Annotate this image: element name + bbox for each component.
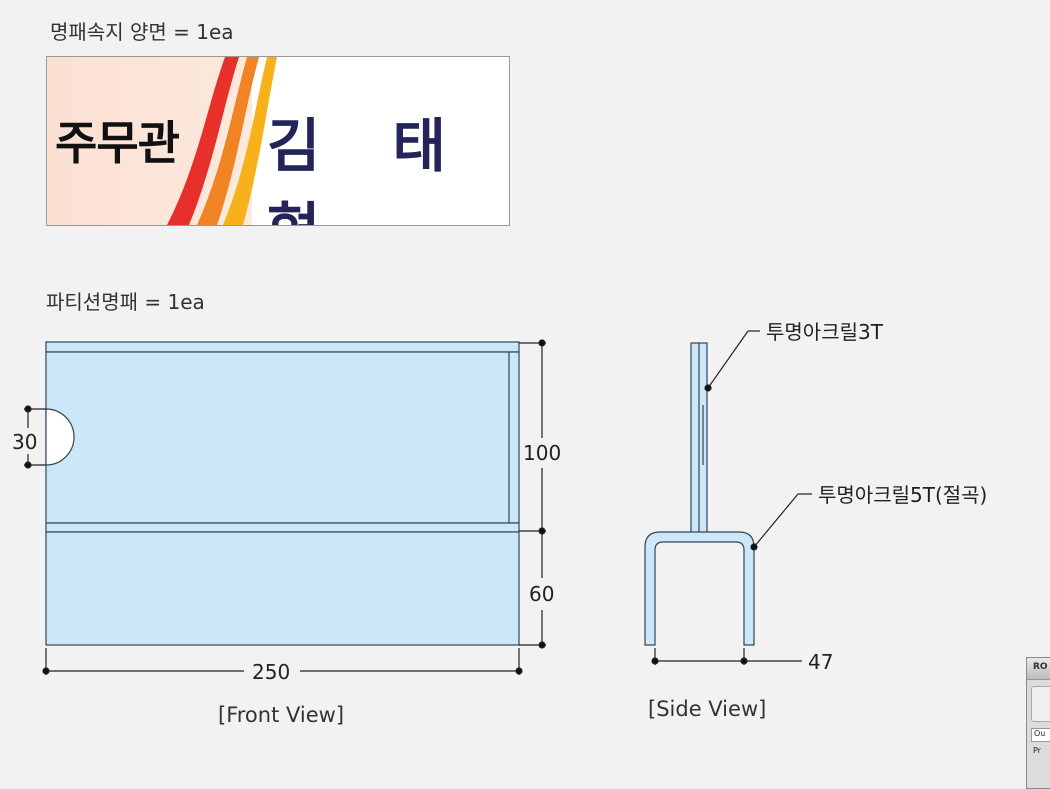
front-upper-panel xyxy=(45,351,520,524)
partition-nameplate-title: 파티션명패 = 1ea xyxy=(46,290,205,314)
front-dimensions xyxy=(24,339,546,675)
callout-bottom: 투명아크릴5T(절곡) xyxy=(818,483,987,507)
dim-hole: 30 xyxy=(12,430,37,454)
app-window-field[interactable]: Ou xyxy=(1031,728,1050,742)
front-hole xyxy=(45,408,75,466)
front-lower-panel xyxy=(45,531,520,646)
dim-depth: 47 xyxy=(808,650,833,674)
color-stripes xyxy=(167,57,277,225)
callout-bottom-leader xyxy=(753,493,799,548)
callout-top: 투명아크릴3T xyxy=(766,320,884,344)
side-acrylic-5t-bent xyxy=(644,531,755,646)
stripe-yellow xyxy=(223,57,277,225)
app-window-button[interactable] xyxy=(1031,686,1050,722)
front-view xyxy=(45,341,520,646)
dim-width: 250 xyxy=(252,660,290,684)
app-window-label: Pr xyxy=(1033,746,1041,755)
stripe-red xyxy=(167,57,239,225)
front-middle-band xyxy=(45,522,520,533)
stripe-orange xyxy=(197,57,259,225)
front-top-cap xyxy=(45,341,520,353)
side-dimensions xyxy=(651,330,812,665)
dim-upper-height: 100 xyxy=(523,441,561,465)
app-window-fragment[interactable]: RO Ou Pr xyxy=(1026,657,1050,789)
rank-text: 주무관 xyxy=(55,116,180,170)
dim-lower-height: 60 xyxy=(529,582,554,606)
front-view-caption: [Front View] xyxy=(218,703,345,727)
name-text: 김 태 형 xyxy=(267,112,472,225)
nameplate-insert: 주무관 김 태 형 xyxy=(46,56,510,226)
nameplate-insert-title: 명패속지 양면 = 1ea xyxy=(50,20,234,44)
app-window-titlebar[interactable]: RO xyxy=(1027,658,1050,680)
side-view-caption: [Side View] xyxy=(648,697,767,721)
side-view xyxy=(644,342,755,646)
callout-top-leader xyxy=(707,330,749,389)
